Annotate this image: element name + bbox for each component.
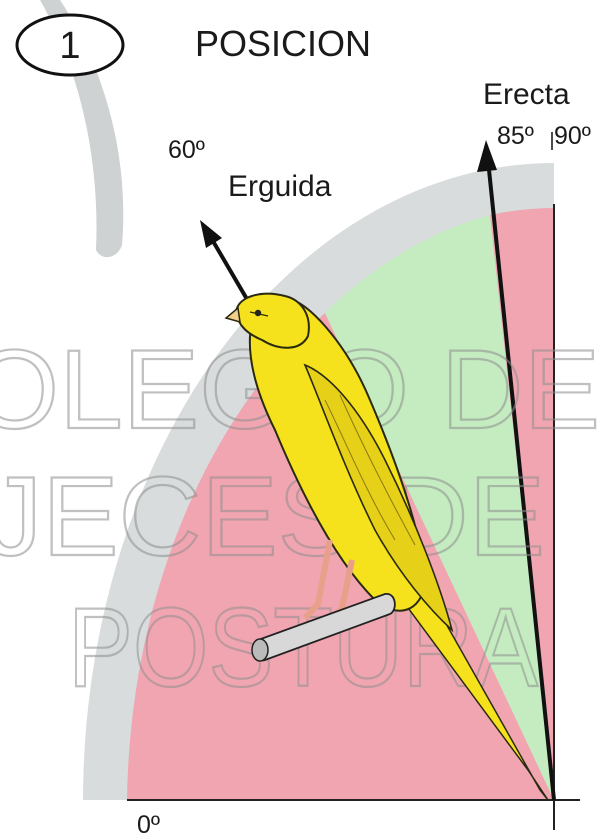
bird-perch-end — [252, 639, 268, 661]
label-85deg: 85º — [497, 122, 534, 150]
step-number: 1 — [59, 25, 80, 67]
label-60deg: 60º — [168, 136, 205, 164]
label-90deg: 90º — [554, 122, 591, 150]
bird-beak — [226, 308, 240, 322]
page-title: POSICION — [195, 23, 371, 64]
watermark-line3: POSTURA — [68, 585, 538, 710]
watermark-line2: JECES DE — [0, 454, 545, 579]
arrow-85deg-head — [477, 140, 497, 172]
label-erecta: Erecta — [483, 78, 570, 111]
arrow-60deg-head — [200, 220, 222, 248]
label-erguida: Erguida — [228, 170, 332, 203]
label-0deg: 0º — [137, 811, 160, 839]
